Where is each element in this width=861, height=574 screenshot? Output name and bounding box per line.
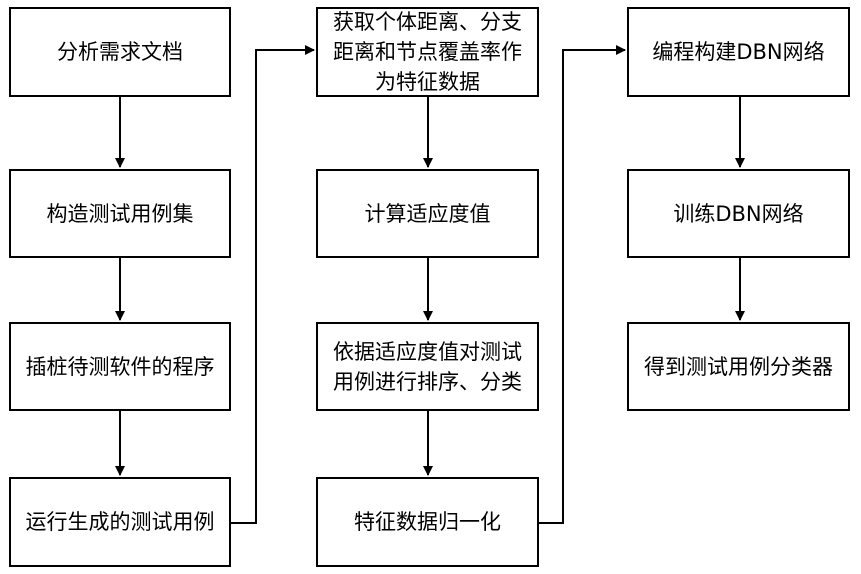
step-label: 编程构建DBN网络 (652, 37, 824, 67)
step-label: 训练DBN网络 (673, 199, 803, 229)
step-construct-test-suite: 构造测试用例集 (9, 169, 231, 258)
step-train-dbn: 训练DBN网络 (627, 169, 850, 258)
step-label: 依据适应度值对测试用例进行排序、分类 (324, 337, 531, 397)
step-label: 构造测试用例集 (47, 199, 194, 229)
step-instrument-program: 插桩待测软件的程序 (9, 322, 231, 411)
step-label: 插桩待测软件的程序 (26, 352, 215, 382)
step-label: 计算适应度值 (365, 199, 491, 229)
connector-c1-to-c2 (231, 50, 314, 523)
step-normalize-features: 特征数据归一化 (316, 477, 539, 567)
step-run-tests: 运行生成的测试用例 (9, 477, 231, 567)
step-extract-features: 获取个体距离、分支距离和节点覆盖率作为特征数据 (316, 7, 539, 97)
step-label: 特征数据归一化 (354, 507, 501, 537)
step-analyze-requirements: 分析需求文档 (9, 7, 231, 97)
step-label: 分析需求文档 (57, 37, 183, 67)
connector-c2-to-c3 (539, 50, 625, 523)
step-label: 获取个体距离、分支距离和节点覆盖率作为特征数据 (324, 7, 531, 97)
step-get-classifier: 得到测试用例分类器 (627, 322, 850, 411)
step-label: 运行生成的测试用例 (26, 507, 215, 537)
step-label: 得到测试用例分类器 (644, 352, 833, 382)
step-compute-fitness: 计算适应度值 (316, 169, 539, 258)
step-sort-classify: 依据适应度值对测试用例进行排序、分类 (316, 322, 539, 411)
step-build-dbn: 编程构建DBN网络 (627, 7, 850, 97)
